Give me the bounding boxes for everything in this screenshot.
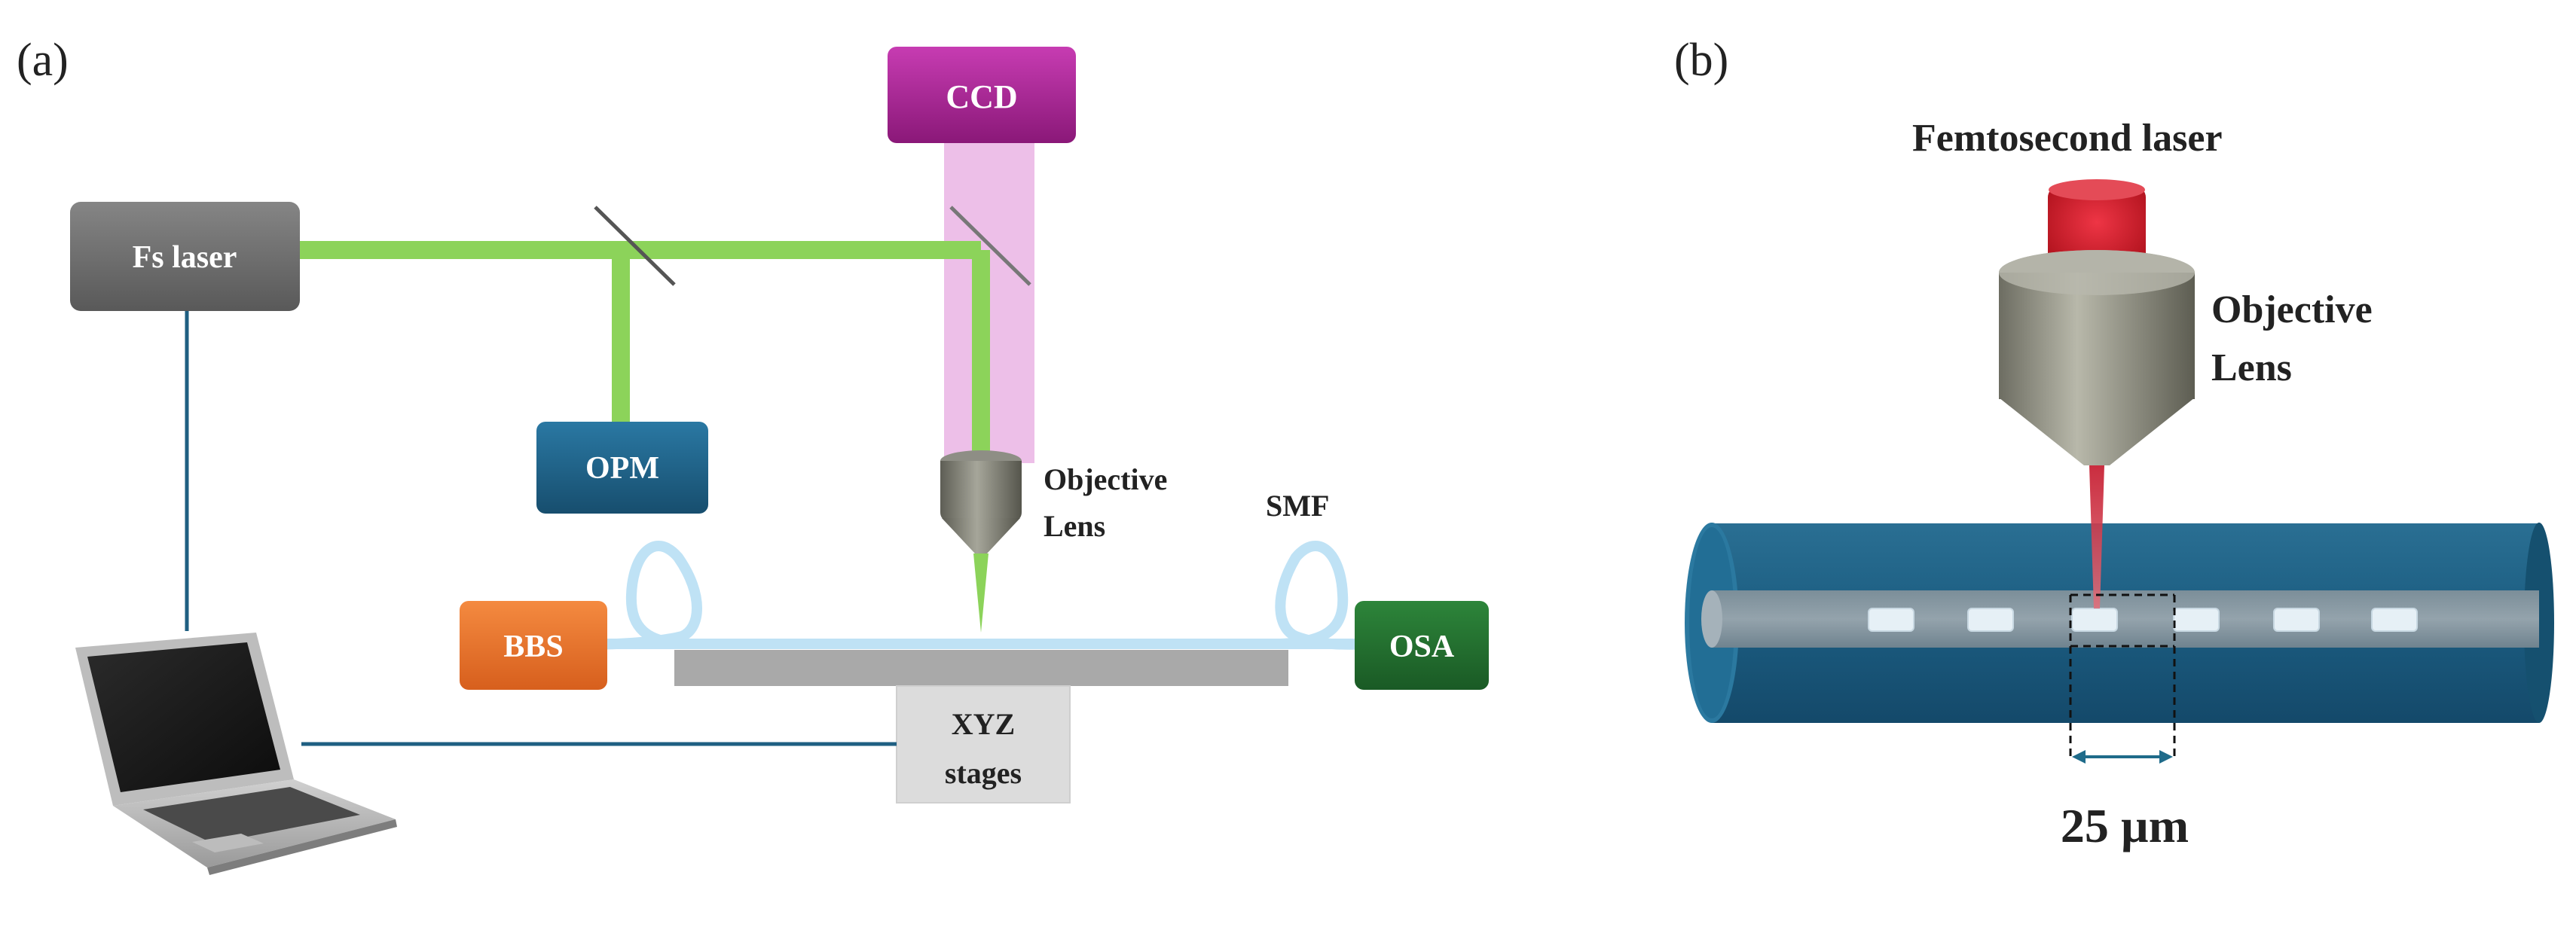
spacing-arrow [2072,750,2173,764]
objective-lens-b-label-line2: Lens [2211,346,2292,389]
panel-b-label: (b) [1674,35,1728,86]
ccd-camera: CCD [888,47,1076,143]
ccd-label: CCD [946,78,1017,115]
inscribed-grating-points [1868,608,2418,632]
fs-laser-label: Fs laser [133,240,237,275]
beam-splitter-mirror [594,206,676,286]
objective-lens-icon [940,450,1022,553]
xyz-stages: XYZ stages [896,685,1071,804]
focused-red-beam [2089,465,2104,608]
dichroic-mirror [949,206,1031,286]
spacing-label: 25 µm [2061,799,2189,852]
laptop-icon [75,633,397,875]
focused-laser-beam [973,553,989,633]
objective-lens-b-label-line1: Objective [2211,288,2373,331]
spacing-guides [2069,593,2176,759]
smf-label: SMF [1266,489,1329,523]
fs-laser-source: Fs laser [70,202,300,311]
bbs-label: BBS [503,630,563,664]
objective-lens-label-line1: Objective [1044,462,1167,496]
xyz-stages-label-line1: XYZ [952,707,1015,741]
optical-spectrum-analyzer: OSA [1355,601,1489,690]
osa-label: OSA [1389,630,1455,664]
optical-power-meter: OPM [536,422,708,514]
objective-lens-label-line2: Lens [1044,509,1105,543]
panel-a-label: (a) [17,35,69,86]
objective-lens-b-icon [1999,250,2195,465]
femtosecond-laser-label: Femtosecond laser [1912,117,2223,160]
control-cables [185,311,897,746]
broadband-source: BBS [460,601,607,690]
xyz-stages-label-line2: stages [945,756,1022,790]
sample-stage-plate [674,650,1288,686]
opm-label: OPM [585,451,659,486]
fiber-core [1701,590,2539,648]
